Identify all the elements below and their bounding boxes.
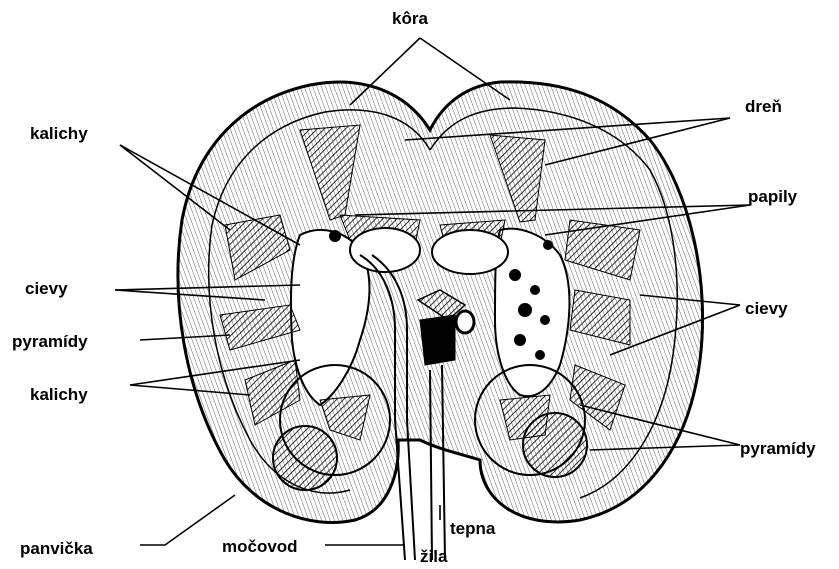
label-dren: dreň	[745, 98, 782, 115]
label-kalichy-bottom: kalichy	[30, 386, 88, 403]
label-pyramidy-right: pyramídy	[740, 440, 816, 457]
label-kora: kôra	[392, 10, 428, 27]
label-cievy-left: cievy	[25, 280, 68, 297]
label-kalichy-top: kalichy	[30, 125, 88, 142]
label-panvicka: panvička	[20, 540, 93, 557]
label-cievy-right: cievy	[745, 300, 788, 317]
label-zila: žila	[420, 548, 447, 565]
label-tepna: tepna	[450, 520, 495, 537]
label-mocovod: močovod	[222, 538, 298, 555]
label-pyramidy-left: pyramídy	[12, 333, 88, 350]
label-papily: papily	[748, 188, 797, 205]
